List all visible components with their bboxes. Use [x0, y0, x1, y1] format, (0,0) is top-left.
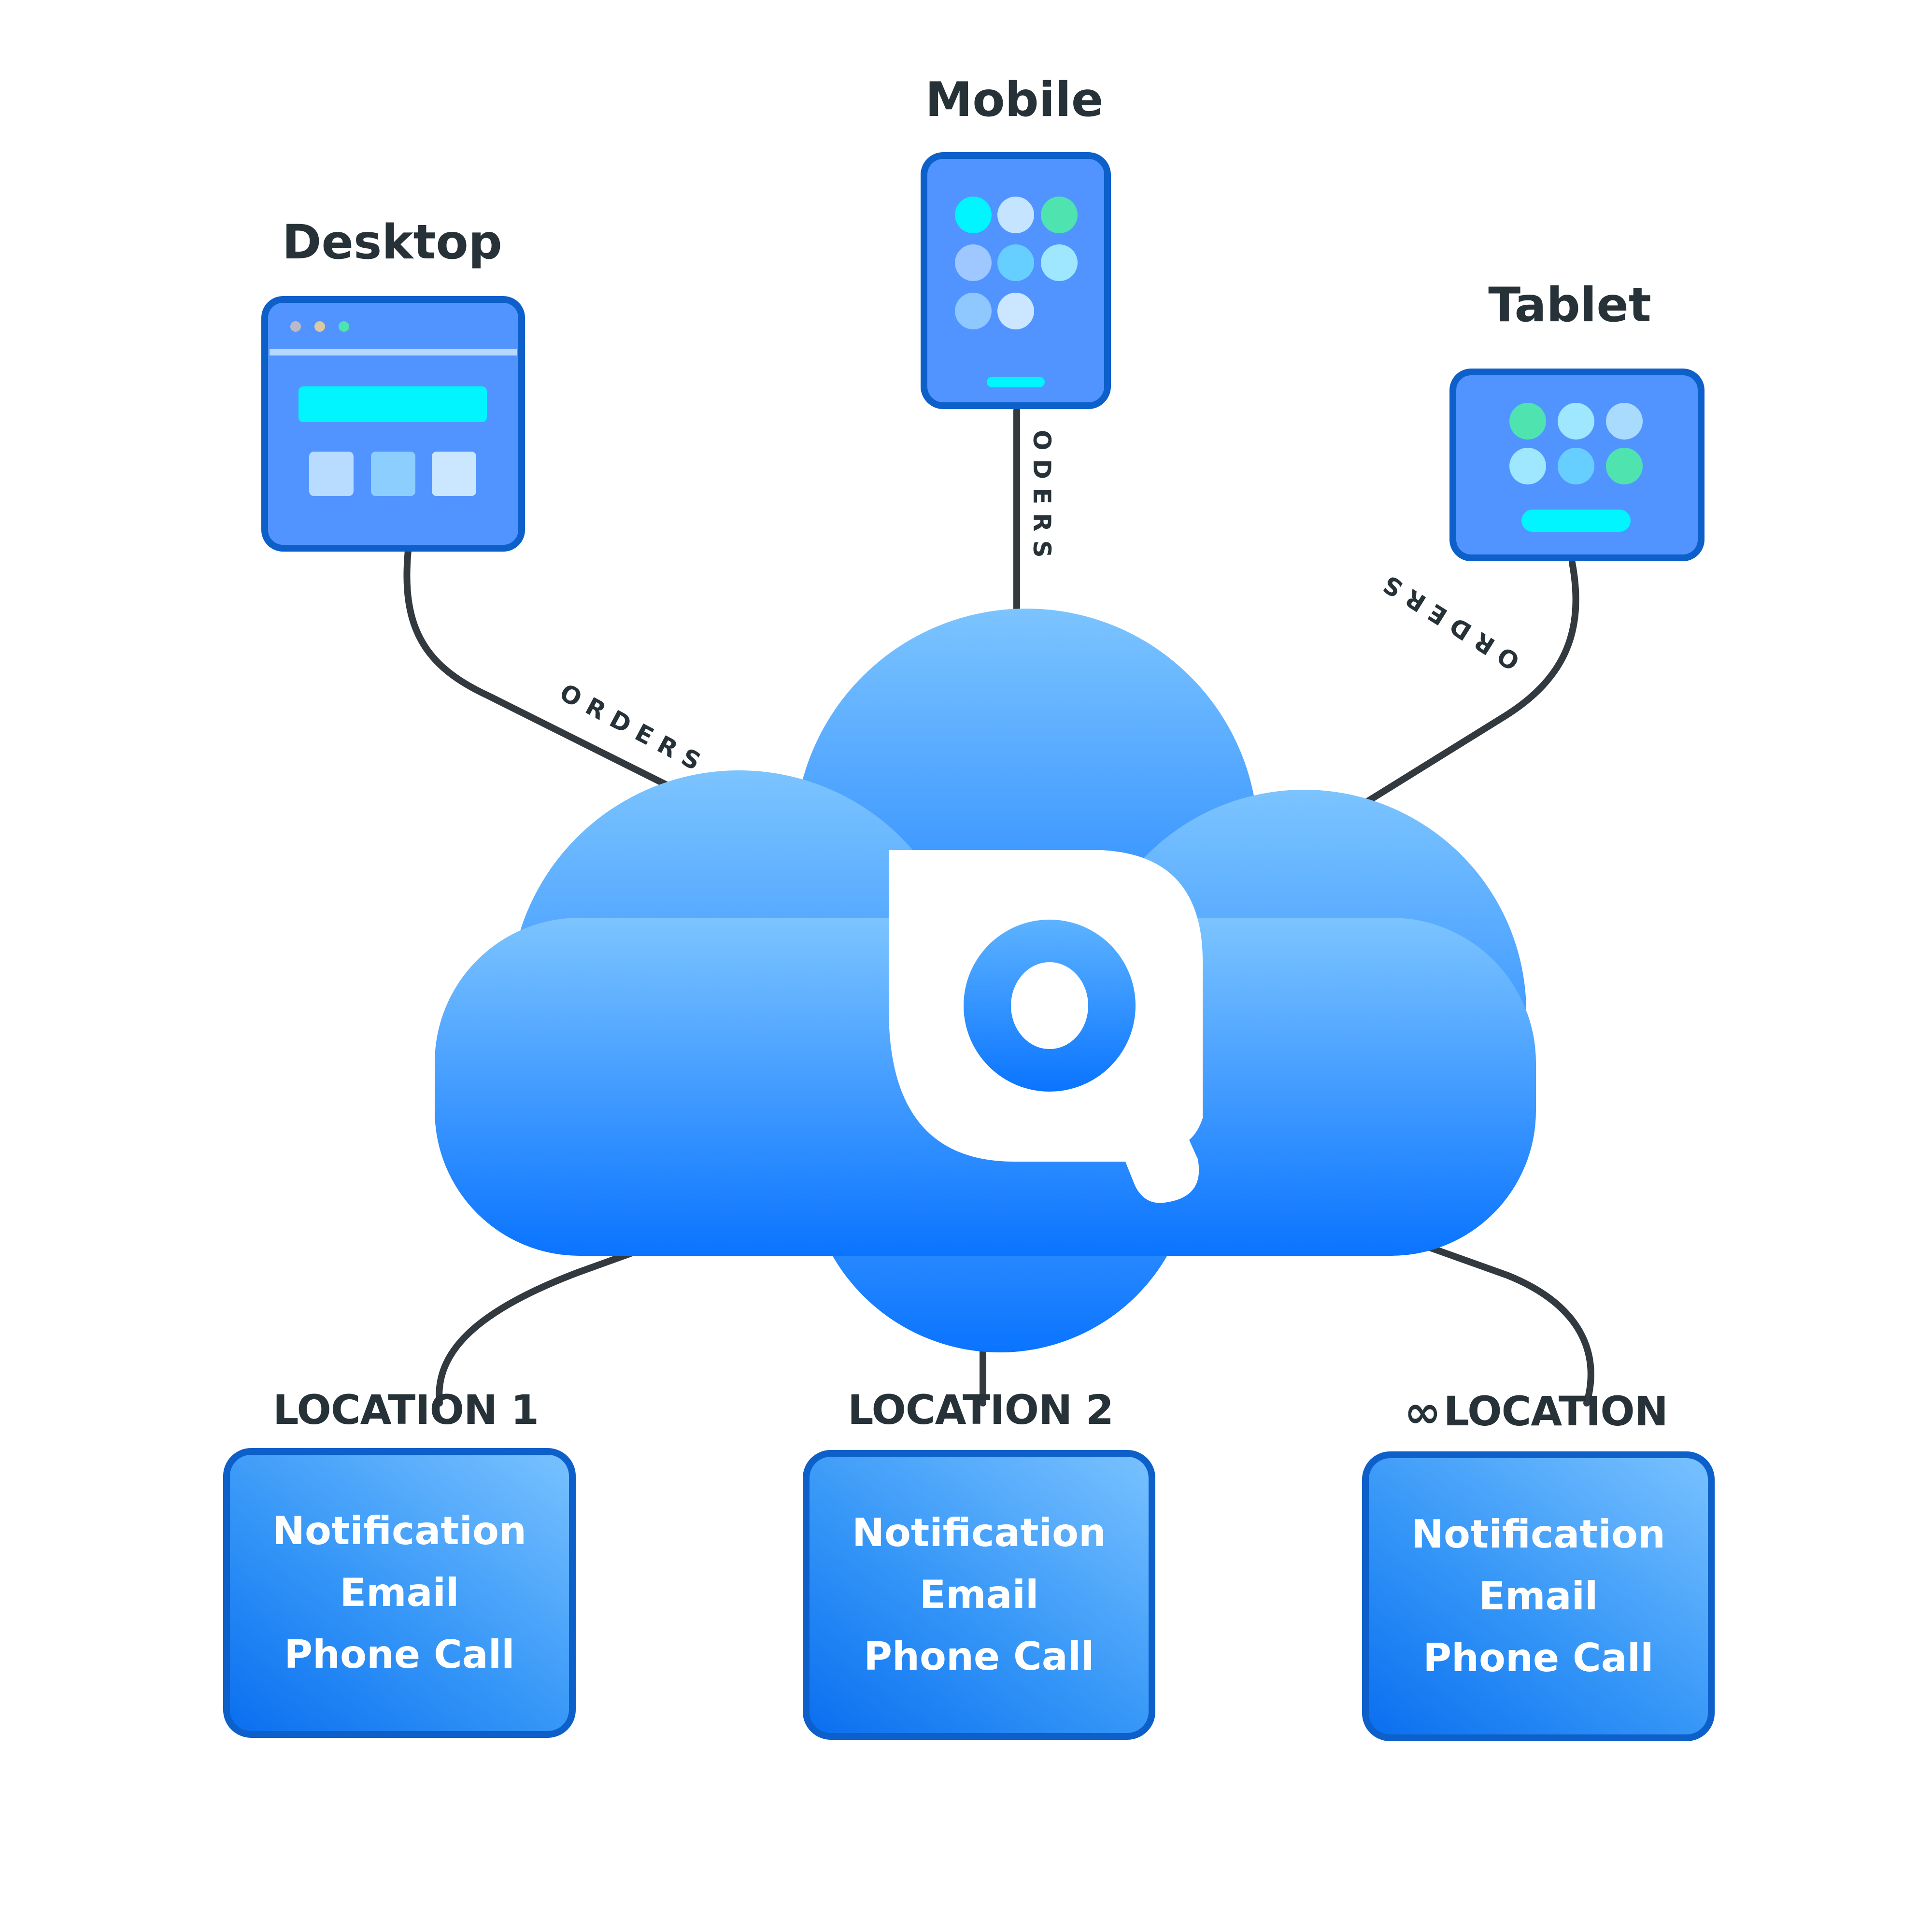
location-infinity-text: LOCATION — [1443, 1388, 1668, 1435]
location-2-box: Notification Email Phone Call — [803, 1450, 1155, 1740]
window-dot-icon — [290, 321, 301, 332]
tablet-label: Tablet — [1488, 278, 1651, 333]
connector-desktop — [403, 547, 733, 820]
infinity-icon: ∞ — [1404, 1386, 1441, 1438]
location-2-label: LOCATION 2 — [847, 1386, 1114, 1434]
tablet-device — [1449, 369, 1705, 561]
desktop-device — [261, 296, 525, 552]
email-text: Email — [1478, 1574, 1598, 1619]
connector-label-tablet: ORDERS — [1371, 565, 1524, 676]
phone-call-text: Phone Call — [284, 1632, 515, 1677]
window-dot-icon — [339, 321, 349, 332]
notification-text: Notification — [1411, 1512, 1665, 1557]
connector-location-1 — [436, 1228, 694, 1406]
email-text: Email — [340, 1570, 459, 1615]
desktop-label: Desktop — [282, 215, 502, 270]
connector-tablet — [1364, 559, 1579, 805]
mobile-device — [921, 152, 1111, 409]
location-1-label: LOCATION 1 — [272, 1386, 539, 1434]
phone-call-text: Phone Call — [864, 1634, 1094, 1679]
notification-text: Notification — [852, 1510, 1106, 1555]
connector-label-mobile: ODERS — [1028, 430, 1056, 567]
phone-call-text: Phone Call — [1423, 1635, 1654, 1680]
window-dot-icon — [314, 321, 325, 332]
notification-text: Notification — [272, 1508, 526, 1553]
location-infinity-label: ∞LOCATION — [1404, 1386, 1668, 1438]
mobile-label: Mobile — [925, 72, 1104, 128]
connector-label-desktop: ORDERS — [555, 678, 713, 780]
q-logo-icon — [889, 850, 1203, 1203]
connector-location-infinity — [1368, 1223, 1594, 1406]
location-infinity-box: Notification Email Phone Call — [1362, 1451, 1715, 1741]
location-1-box: Notification Email Phone Call — [223, 1448, 576, 1738]
email-text: Email — [919, 1572, 1039, 1617]
